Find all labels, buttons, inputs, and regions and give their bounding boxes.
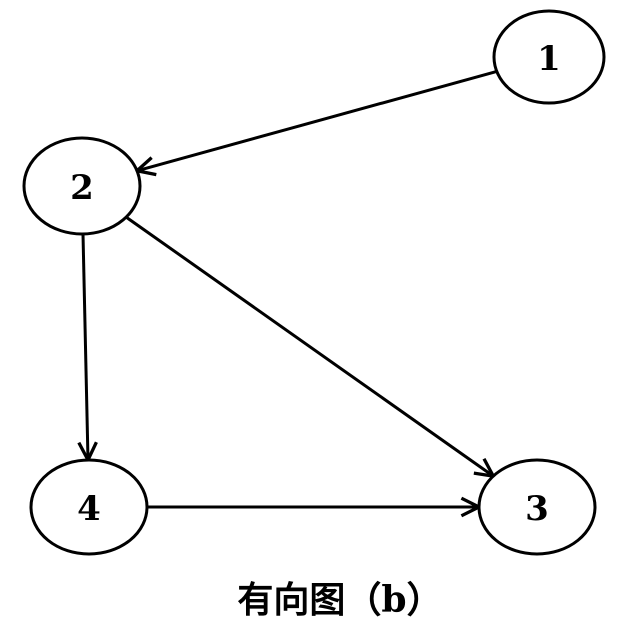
edge-2-to-3 <box>125 215 493 476</box>
node-4-label: 4 <box>77 489 101 529</box>
node-1-label: 1 <box>537 39 561 79</box>
edges-layer <box>83 69 498 507</box>
edge-1-to-2 <box>137 69 498 170</box>
node-2: 2 <box>22 136 142 236</box>
node-1-circle <box>492 9 606 105</box>
diagram-caption: 有向图（b） <box>237 579 442 621</box>
node-3-label: 3 <box>525 489 549 529</box>
node-2-label: 2 <box>70 168 94 208</box>
node-1: 1 <box>492 9 606 105</box>
node-2-circle <box>22 136 142 236</box>
edge-2-to-4 <box>83 233 88 460</box>
node-3-circle <box>477 458 597 556</box>
node-3: 3 <box>477 458 597 556</box>
node-4-circle <box>29 458 149 556</box>
nodes-layer: 1 2 3 4 <box>22 9 606 556</box>
node-4: 4 <box>29 458 149 556</box>
